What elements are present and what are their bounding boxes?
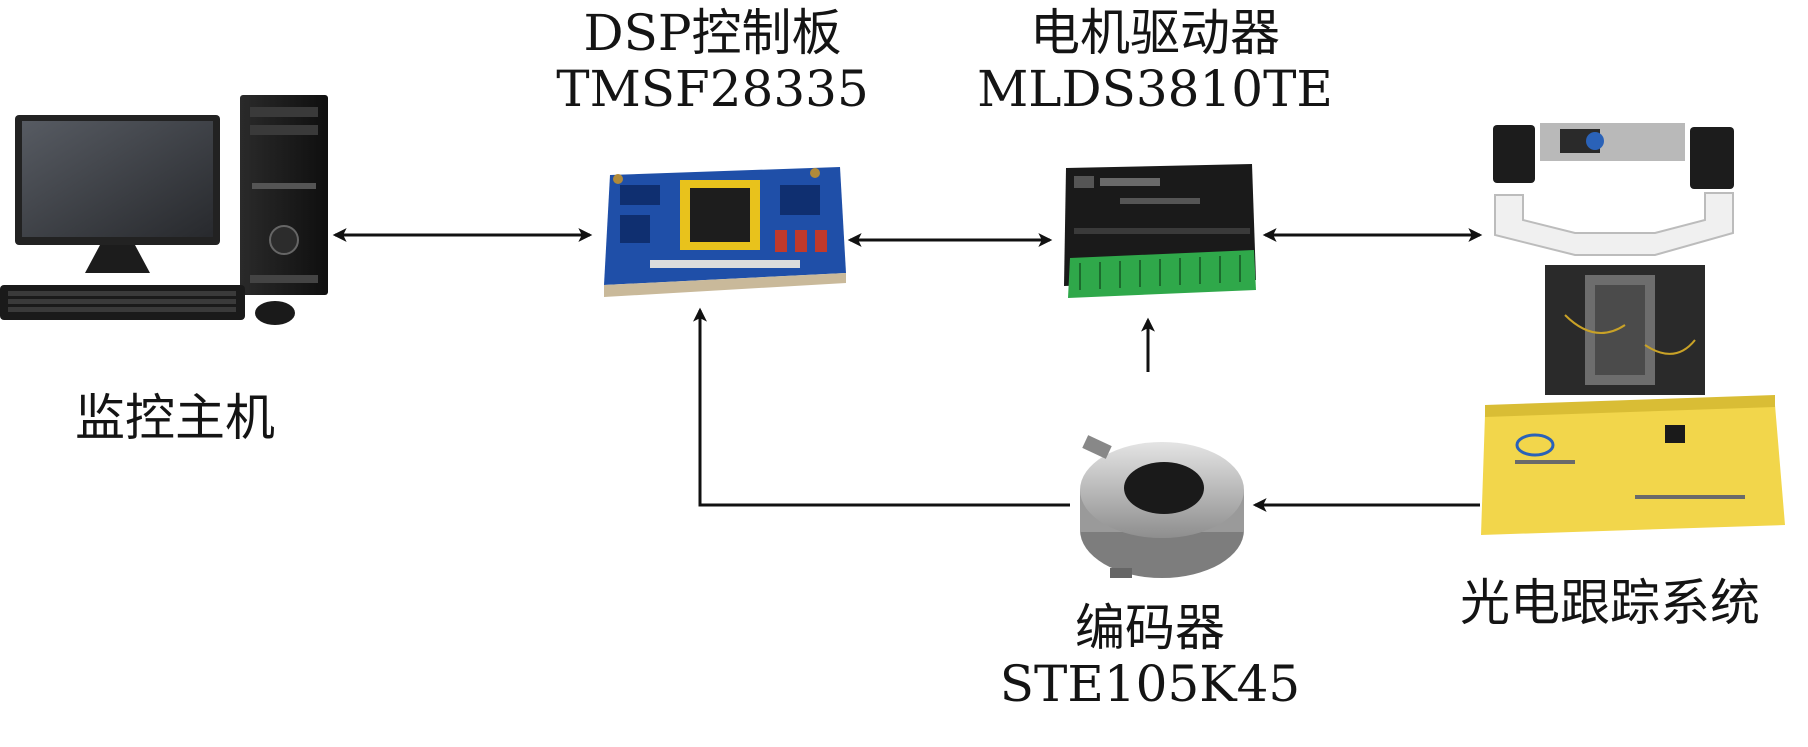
tracking-system-name: 光电跟踪系统 <box>1460 574 1760 632</box>
dsp-board-name: DSP控制板 <box>583 4 842 62</box>
tracking-system-icon <box>1481 123 1785 535</box>
motor-driver-label: 电机驱动器 MLDS3810TE <box>955 5 1355 117</box>
monitor-host-name: 监控主机 <box>75 389 275 447</box>
dsp-board-label: DSP控制板 TMSF28335 <box>535 5 890 117</box>
motor-driver-model: MLDS3810TE <box>977 60 1333 118</box>
motor-driver-name: 电机驱动器 <box>1030 4 1280 62</box>
motor-driver-icon <box>1064 164 1256 298</box>
arrow-encoder-dsp <box>693 307 1070 507</box>
encoder-model: STE105K45 <box>999 655 1301 713</box>
dsp-board-model: TMSF28335 <box>556 60 869 118</box>
monitor-host-icon <box>0 95 328 325</box>
dsp-board-icon <box>604 167 846 297</box>
monitor-host-label: 监控主机 <box>40 390 310 446</box>
encoder-name: 编码器 <box>1075 599 1225 657</box>
encoder-icon <box>1080 435 1244 578</box>
tracking-system-label: 光电跟踪系统 <box>1415 575 1805 631</box>
encoder-label: 编码器 STE105K45 <box>960 600 1340 712</box>
